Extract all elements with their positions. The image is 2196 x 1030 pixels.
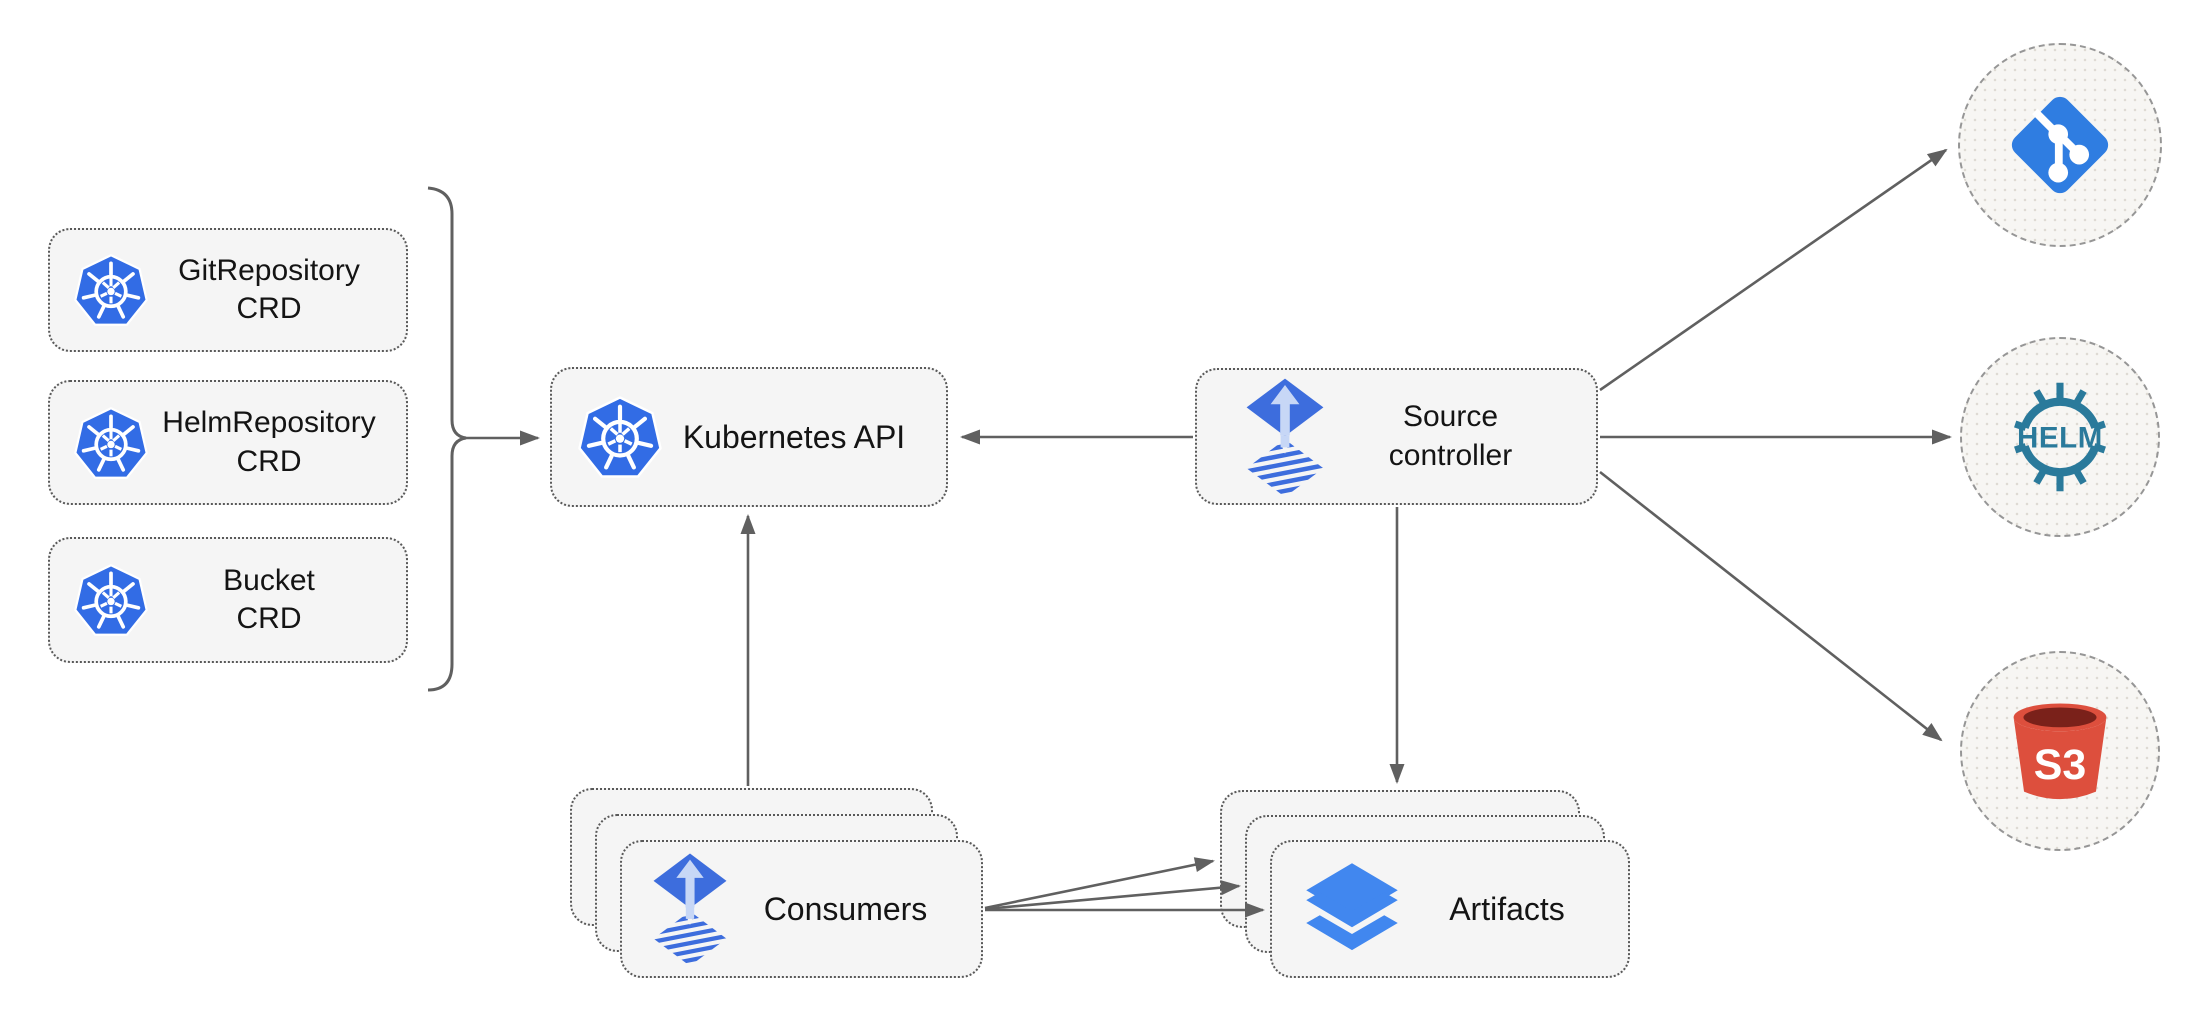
label-line: Source	[1402, 400, 1499, 434]
node-helm-repository-crd: HelmRepository CRD	[48, 380, 408, 505]
label-line: HelmRepository	[162, 406, 376, 440]
node-artifacts: Artifacts	[1270, 840, 1630, 978]
kubernetes-icon	[578, 395, 662, 479]
node-label: GitRepository CRD	[148, 252, 390, 329]
label-line: Kubernetes API	[682, 418, 906, 455]
helm-icon: HELM	[2014, 382, 2106, 492]
node-bucket-crd: Bucket CRD	[48, 537, 408, 663]
label-line: CRD	[236, 602, 302, 635]
node-git-repository-crd: GitRepository CRD	[48, 228, 408, 352]
node-source-controller: Source controller	[1195, 368, 1598, 505]
node-label: Bucket CRD	[148, 562, 390, 639]
kubernetes-icon	[74, 406, 148, 480]
node-label: Consumers	[728, 889, 963, 930]
edge-consumers-to-artifacts-1	[984, 857, 1215, 910]
s3-bucket-icon: S3	[2013, 703, 2107, 800]
layers-icon	[1300, 857, 1404, 961]
s3-logo-text: S3	[2034, 741, 2086, 789]
label-line: controller	[1388, 438, 1513, 472]
flux-icon	[652, 852, 728, 966]
label-line: Artifacts	[1449, 890, 1565, 927]
endpoint-s3: S3	[1960, 651, 2160, 851]
edge-source-controller-to-git	[1599, 148, 1948, 392]
label-line: Bucket	[223, 563, 315, 597]
node-label: Kubernetes API	[662, 417, 926, 458]
node-label: Artifacts	[1404, 889, 1610, 930]
label-line: Consumers	[763, 890, 928, 927]
crd-group-bracket	[427, 186, 467, 692]
node-consumers: Consumers	[620, 840, 983, 978]
node-label: Source controller	[1325, 398, 1576, 475]
node-label: HelmRepository CRD	[148, 404, 390, 481]
edge-source-controller-to-s3	[1599, 470, 1943, 742]
helm-logo-text: HELM	[2017, 422, 2103, 455]
edge-consumers-to-artifacts-2	[984, 880, 1241, 911]
label-line: CRD	[236, 444, 302, 478]
endpoint-git	[1958, 43, 2162, 247]
kubernetes-icon	[74, 563, 148, 637]
label-line: CRD	[236, 292, 302, 325]
node-kubernetes-api: Kubernetes API	[550, 367, 948, 507]
flux-icon	[1245, 377, 1325, 497]
endpoint-helm: HELM	[1960, 337, 2160, 537]
label-line: GitRepository	[178, 253, 360, 287]
git-icon	[2000, 85, 2120, 205]
kubernetes-icon	[74, 253, 148, 327]
